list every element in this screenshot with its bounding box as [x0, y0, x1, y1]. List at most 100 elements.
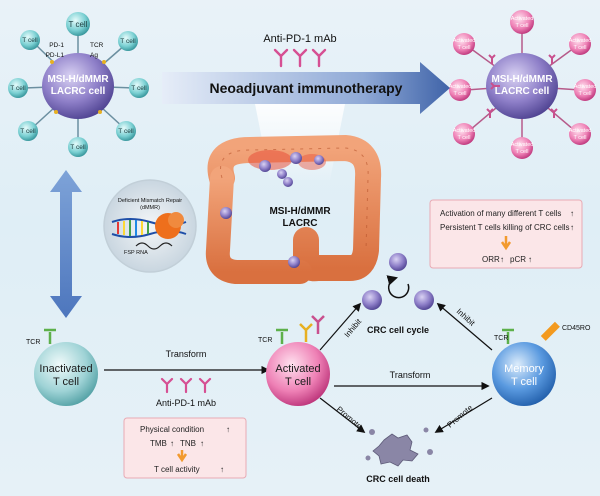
tcell-top-label: T cell — [69, 20, 88, 29]
activated-label-2: T cell — [285, 376, 311, 388]
top-right-cell-name-1: MSI-H/dMMR — [491, 74, 553, 85]
drug-label-bottom: Anti-PD-1 mAb — [156, 398, 216, 408]
promote-label-right: Promote — [446, 403, 475, 430]
top-left-cell-name-1: MSI-H/dMMR — [47, 74, 109, 85]
crc-cell-death — [365, 427, 433, 467]
antibodies-top — [273, 48, 327, 68]
fsp-rna-label: FSP RNA — [124, 250, 148, 256]
tcell-top-right: T cell — [118, 31, 138, 51]
activated-tcell-top-right: Activated T cell — [569, 33, 592, 55]
activated-tcell-bottom-left-label-2: T cell — [457, 135, 470, 141]
activated-tcell-top-right-label-2: T cell — [573, 45, 586, 51]
outcome-down-arrow — [500, 236, 512, 251]
inactivated-label-2: T cell — [53, 376, 79, 388]
crc-cell-cycle — [362, 253, 434, 310]
tcell-activity-label: T cell activity — [154, 465, 200, 474]
inactivated-tcr-label: TCR — [26, 339, 40, 346]
tcell-bottom-label: T cell — [70, 144, 86, 151]
activated-tcell-left: Activated T cell — [449, 79, 471, 101]
promote-arrow-left — [319, 397, 366, 434]
receptor-dots — [50, 60, 106, 114]
dmmr-label-2: (dMMR) — [140, 205, 160, 211]
dmmr-inset: Deficient Mismatch Repair (dMMR) FSP RNA — [103, 179, 197, 273]
outcome-line-1: Activation of many different T cells — [440, 209, 561, 218]
antibodies-bottom — [160, 377, 212, 394]
cycle-label: CRC cell cycle — [367, 325, 429, 335]
activated-tcell: Activated T cell — [266, 315, 330, 406]
physical-condition-up: ↑ — [226, 425, 230, 434]
vertical-double-arrow — [50, 170, 82, 318]
memory-label-1: Memory — [504, 363, 544, 375]
bound-antibodies — [486, 54, 558, 118]
activated-tcell-bottom-label-2: T cell — [515, 149, 528, 155]
transform-label-1: Transform — [166, 349, 207, 359]
cancer-cell-top-left — [42, 53, 114, 119]
memory-tcr-label: TCR — [494, 335, 508, 342]
activated-tcell-bottom: Activated T cell — [511, 137, 534, 159]
activated-tcell-top-left-label-2: T cell — [457, 45, 470, 51]
tcell-left: T cell — [8, 78, 28, 98]
promote-arrow-right — [434, 397, 493, 433]
activated-tcell-left-label-2: T cell — [453, 91, 466, 97]
promote-label-left: Promote — [335, 405, 364, 432]
tcell-bottom-left-label: T cell — [20, 128, 36, 135]
transform-label-2: Transform — [390, 370, 431, 380]
drug-label-top: Anti-PD-1 mAb — [263, 33, 336, 45]
outcome-line-2: Persistent T cells killing of CRC cells — [440, 223, 570, 232]
physical-condition-label: Physical condition — [140, 425, 204, 434]
activated-tcell-top-label-1: Activated — [511, 16, 534, 22]
activated-tcell-top-left: Activated T cell — [453, 33, 476, 55]
therapy-label: Neoadjuvant immunotherapy — [210, 80, 403, 96]
tcell-right: T cell — [129, 78, 149, 98]
colon-label-2: LACRC — [283, 218, 318, 229]
tcell-top-right-label: T cell — [120, 38, 136, 45]
pd1-label: PD-1 — [49, 42, 64, 49]
therapy-arrow — [162, 62, 450, 114]
tcell-bottom-right-label: T cell — [118, 128, 134, 135]
activated-tcell-bottom-label-1: Activated — [511, 142, 534, 148]
top-left-cell-name-2: LACRC cell — [51, 86, 106, 97]
tcell-bottom: T cell — [68, 137, 88, 157]
activated-tcell-right-label-1: Activated — [574, 84, 597, 90]
tnb-label: TNB — [180, 439, 196, 448]
outcome-pcr: pCR — [510, 255, 526, 264]
activity-down-arrow — [176, 450, 188, 463]
outcome-orr: ORR — [482, 255, 500, 264]
mmr-protein-small — [168, 212, 184, 228]
inhibit-arrow-right — [436, 302, 493, 351]
tcr-label-top: TCR — [90, 42, 104, 49]
activated-tcell-right: Activated T cell — [574, 79, 597, 101]
outcome-up-1: ↑ — [570, 209, 574, 218]
memory-label-2: T cell — [511, 376, 537, 388]
tmb-up: ↑ — [170, 439, 174, 448]
tmb-label: TMB — [150, 439, 167, 448]
activated-tcell-top-left-label-1: Activated — [453, 38, 476, 44]
tcell-top-left-label: T cell — [22, 37, 38, 44]
activated-tcr-label: TCR — [258, 337, 272, 344]
top-right-cell-cluster: MSI-H/dMMR LACRC cell Activated T cell A… — [449, 10, 597, 159]
inhibit-arrow-left — [319, 302, 362, 351]
outcome-box: Activation of many different T cells ↑ P… — [429, 199, 583, 269]
tcell-bottom-left: T cell — [18, 121, 38, 141]
colon-label-1: MSI-H/dMMR — [269, 206, 331, 217]
tcell-activity-up: ↑ — [220, 465, 224, 474]
outcome-up-2: ↑ — [570, 223, 574, 232]
inactivated-label-1: Inactivated — [39, 363, 92, 375]
fsp-rna-strand — [135, 242, 173, 250]
activated-tcell-bottom-left-label-1: Activated — [453, 128, 476, 134]
cancer-cell-top-right — [486, 53, 558, 119]
pdl1-label: PD-L1 — [46, 52, 65, 59]
activated-tcell-top: Activated T cell — [510, 10, 534, 34]
inhibit-label-right: Inhibit — [455, 307, 477, 328]
tcell-bottom-right: T cell — [116, 121, 136, 141]
top-left-cell-cluster: MSI-H/dMMR LACRC cell T cell T cell T ce… — [8, 12, 149, 157]
tumor-cells — [220, 152, 324, 268]
tnb-up: ↑ — [200, 439, 204, 448]
activated-label-1: Activated — [275, 363, 320, 375]
tcell-activity-box: Physical condition ↑ TMB ↑ TNB ↑ T cell … — [123, 417, 247, 479]
cd45ro-label: CD45RO — [562, 325, 591, 332]
activated-tcell-top-right-label-1: Activated — [569, 38, 592, 44]
activated-tcell-bottom-right-label-2: T cell — [573, 135, 586, 141]
tcell-right-label: T cell — [131, 85, 147, 92]
